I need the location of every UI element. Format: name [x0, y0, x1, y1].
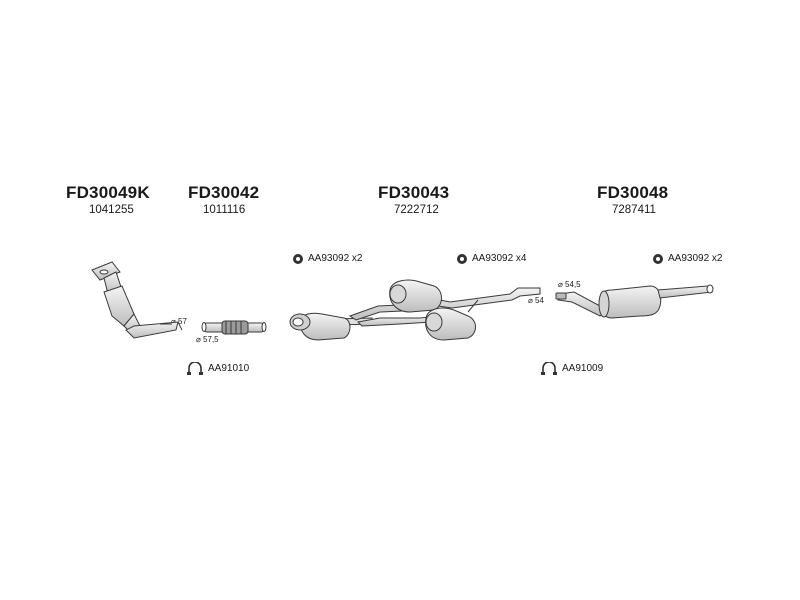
diameter-label-fd30043: ⌀ 54 [528, 296, 544, 305]
part-code-fd30043: FD30043 [378, 183, 450, 202]
oe-number-fd30049k: 1041255 [89, 204, 134, 216]
rubber-mount-icon [293, 254, 303, 264]
catalytic-converter-fd30049k [91, 261, 183, 339]
accessory-aa91010: AA91010 [186, 362, 249, 376]
clamp-icon [541, 362, 557, 375]
accessory-aa93092-x4: AA93092 x4 [456, 253, 527, 265]
accessory-label: AA93092 x2 [668, 253, 723, 264]
rubber-mount-icon [457, 254, 467, 264]
flex-pipe-fd30042 [201, 320, 267, 335]
accessory-label: AA93092 x2 [308, 253, 363, 264]
diameter-label-fd30049k: ⌀ 57 [171, 317, 187, 326]
oe-number-fd30048: 7287411 [612, 204, 656, 216]
oe-number-fd30042: 1011116 [203, 204, 246, 216]
diameter-label-fd30048: ⌀ 54,5 [558, 280, 581, 289]
clamp-icon [187, 362, 203, 375]
middle-silencer-fd30043 [289, 279, 541, 341]
accessory-aa91009: AA91009 [540, 362, 603, 376]
part-code-fd30042: FD30042 [188, 183, 260, 202]
oe-number-fd30043: 7222712 [394, 204, 439, 216]
diameter-label-fd30042: ⌀ 57,5 [196, 335, 219, 344]
part-code-fd30048: FD30048 [597, 183, 669, 202]
rubber-mount-icon [653, 254, 663, 264]
accessory-label: AA93092 x4 [472, 253, 527, 264]
rear-silencer-fd30048 [555, 284, 714, 319]
accessory-label: AA91010 [208, 363, 250, 374]
accessory-aa93092-x2-rear: AA93092 x2 [652, 253, 723, 265]
part-code-fd30049k: FD30049K [66, 183, 150, 202]
accessory-aa93092-x2-front: AA93092 x2 [292, 253, 363, 265]
accessory-label: AA91009 [562, 363, 604, 374]
